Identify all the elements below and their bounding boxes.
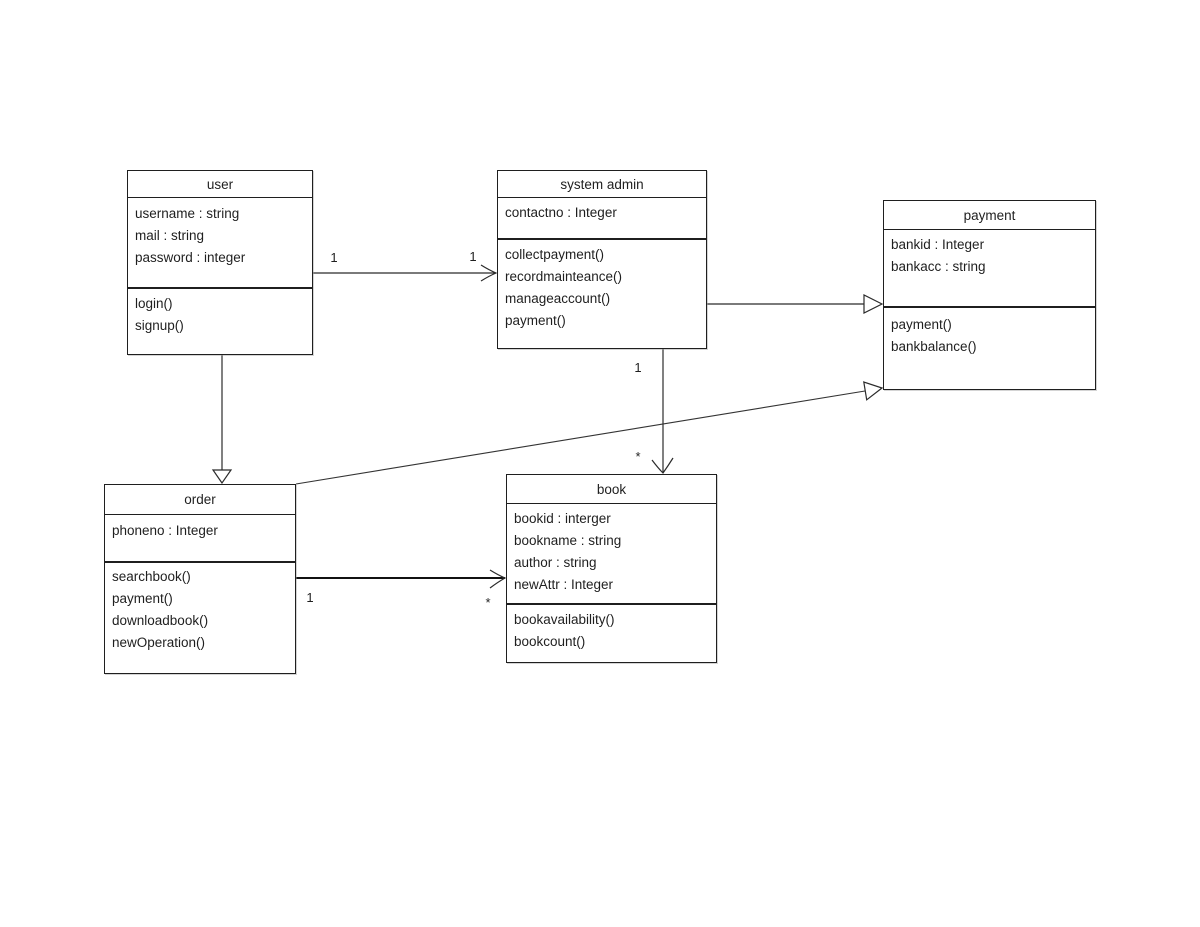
class-title: order [105, 485, 295, 515]
method: recordmainteance() [505, 269, 623, 284]
attribute: bankacc : string [891, 259, 986, 274]
method: manageaccount() [505, 291, 611, 306]
multiplicity-label: 1 [469, 249, 476, 264]
attribute: password : integer [135, 250, 246, 265]
multiplicity-label: 1 [330, 250, 337, 265]
methods-section: searchbook() payment() downloadbook() ne… [105, 563, 295, 673]
multiplicity-label: * [485, 595, 490, 610]
method: payment() [505, 313, 566, 328]
attributes-section: username : string mail : string password… [128, 198, 312, 289]
class-box-order[interactable]: order phoneno : Integer searchbook() pay… [104, 484, 296, 674]
class-title: system admin [498, 171, 706, 198]
class-box-user[interactable]: user username : string mail : string pas… [127, 170, 313, 355]
method: searchbook() [112, 569, 191, 584]
methods-section: login() signup() [128, 289, 312, 354]
attribute: contactno : Integer [505, 205, 617, 220]
attribute: newAttr : Integer [514, 577, 614, 592]
class-title: book [507, 475, 716, 504]
attribute: bankid : Integer [891, 237, 985, 252]
open-arrowhead [651, 457, 674, 474]
method: signup() [135, 318, 184, 333]
hollow-triangle-arrowhead [211, 469, 233, 485]
multiplicity-label: 1 [634, 360, 641, 375]
open-arrowhead [489, 569, 507, 589]
methods-section: payment() bankbalance() [884, 308, 1095, 389]
connector-order-to-book[interactable]: 1 * [296, 569, 507, 610]
method: bankbalance() [891, 339, 977, 354]
class-title: user [128, 171, 312, 198]
class-box-payment[interactable]: payment bankid : Integer bankacc : strin… [883, 200, 1096, 390]
attribute: bookid : interger [514, 511, 611, 526]
method: collectpayment() [505, 247, 605, 262]
method: bookcount() [514, 634, 586, 649]
method: downloadbook() [112, 613, 209, 628]
hollow-triangle-arrowhead [863, 294, 884, 314]
method: payment() [112, 591, 173, 606]
connector-user-to-order[interactable] [211, 355, 233, 485]
attribute: bookname : string [514, 533, 622, 548]
multiplicity-label: * [635, 449, 640, 464]
connector-system-admin-to-book[interactable]: 1 * [634, 349, 674, 474]
multiplicity-label: 1 [306, 590, 313, 605]
open-arrowhead [480, 264, 498, 282]
method: payment() [891, 317, 952, 332]
connector-order-to-payment[interactable] [295, 381, 884, 485]
attributes-section: bankid : Integer bankacc : string [884, 230, 1095, 308]
attribute: phoneno : Integer [112, 523, 218, 538]
attributes-section: contactno : Integer [498, 198, 706, 240]
class-box-book[interactable]: book bookid : interger bookname : string… [506, 474, 717, 663]
connector-user-to-system-admin[interactable]: 1 1 [313, 249, 498, 282]
hollow-triangle-arrowhead [863, 381, 884, 401]
attribute: mail : string [135, 228, 205, 243]
attribute: author : string [514, 555, 597, 570]
class-title: payment [884, 201, 1095, 230]
methods-section: bookavailability() bookcount() [507, 605, 716, 662]
attribute: username : string [135, 206, 240, 221]
attributes-section: bookid : interger bookname : string auth… [507, 504, 716, 605]
methods-section: collectpayment() recordmainteance() mana… [498, 240, 706, 348]
method: newOperation() [112, 635, 206, 650]
attributes-section: phoneno : Integer [105, 515, 295, 563]
class-box-system-admin[interactable]: system admin contactno : Integer collect… [497, 170, 707, 349]
method: bookavailability() [514, 612, 615, 627]
connector-system-admin-to-payment[interactable] [707, 294, 884, 314]
method: login() [135, 296, 173, 311]
